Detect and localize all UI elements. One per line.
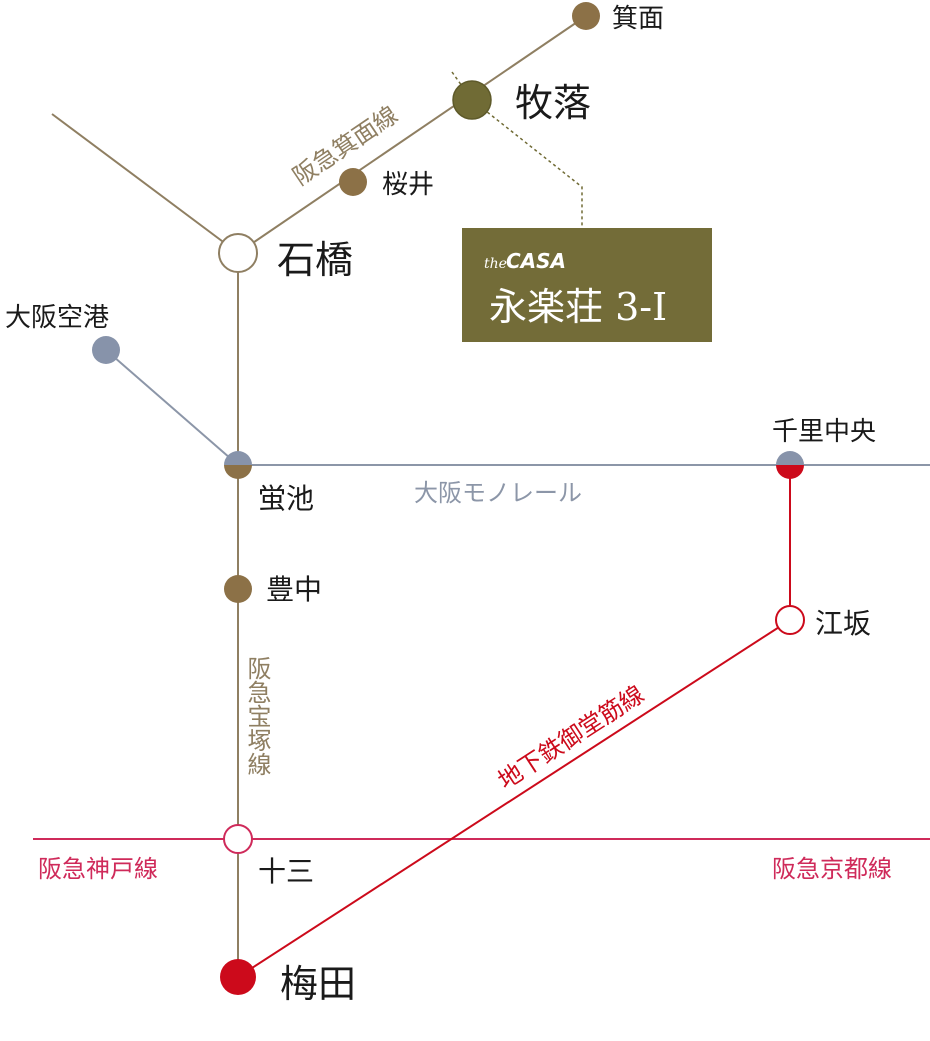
station-makiochi-marker[interactable]: [452, 80, 492, 120]
station-osaka-airport-marker[interactable]: [92, 336, 120, 364]
station-esaka-label: 江坂: [815, 607, 871, 640]
property-brand: CASA: [506, 249, 566, 273]
station-hotarugaike-marker[interactable]: [224, 451, 252, 479]
station-juso-marker[interactable]: [223, 824, 253, 854]
station-umeda-label: 梅田: [280, 962, 356, 1006]
hankyu-minoo-line: [237, 15, 587, 254]
line-kyoto-label: 阪急京都線: [772, 855, 892, 883]
property-leader-line: [451, 71, 583, 228]
station-toyonaka-label: 豊中: [266, 573, 322, 606]
station-juso-label: 十三: [258, 855, 314, 888]
station-ishibashi-marker[interactable]: [218, 233, 258, 273]
station-mino-label: 箕面: [612, 4, 664, 34]
line-takarazuka-label: 阪急宝塚線: [243, 656, 271, 776]
property-brand-prefix: the: [484, 256, 507, 272]
station-ishibashi-label: 石橋: [277, 238, 353, 282]
station-osaka-airport-label: 大阪空港: [5, 303, 109, 333]
station-senri-chuo-marker[interactable]: [776, 451, 804, 479]
station-hotarugaike-label: 蛍池: [258, 482, 314, 515]
osaka-monorail-airport-branch: [105, 349, 239, 466]
hankyu-takarazuka-line-northwest: [51, 113, 239, 254]
station-esaka-marker[interactable]: [775, 605, 805, 635]
station-sakurai-marker[interactable]: [339, 168, 367, 196]
line-midosuji-label: 地下鉄御堂筋線: [493, 680, 649, 795]
station-sakurai-label: 桜井: [382, 170, 434, 200]
station-mino-marker[interactable]: [572, 2, 600, 30]
station-senri-chuo-label: 千里中央: [772, 417, 876, 447]
property-name: 永楽荘 3-I: [489, 285, 667, 329]
line-monorail-label: 大阪モノレール: [414, 479, 582, 507]
station-toyonaka-marker[interactable]: [224, 575, 252, 603]
line-kobe-label: 阪急神戸線: [38, 855, 158, 883]
station-makiochi-label: 牧落: [515, 81, 591, 125]
property-box[interactable]: the CASA 永楽荘 3-I: [462, 228, 712, 342]
midosuji-line-south: [237, 619, 791, 978]
station-umeda-marker[interactable]: [220, 959, 256, 995]
